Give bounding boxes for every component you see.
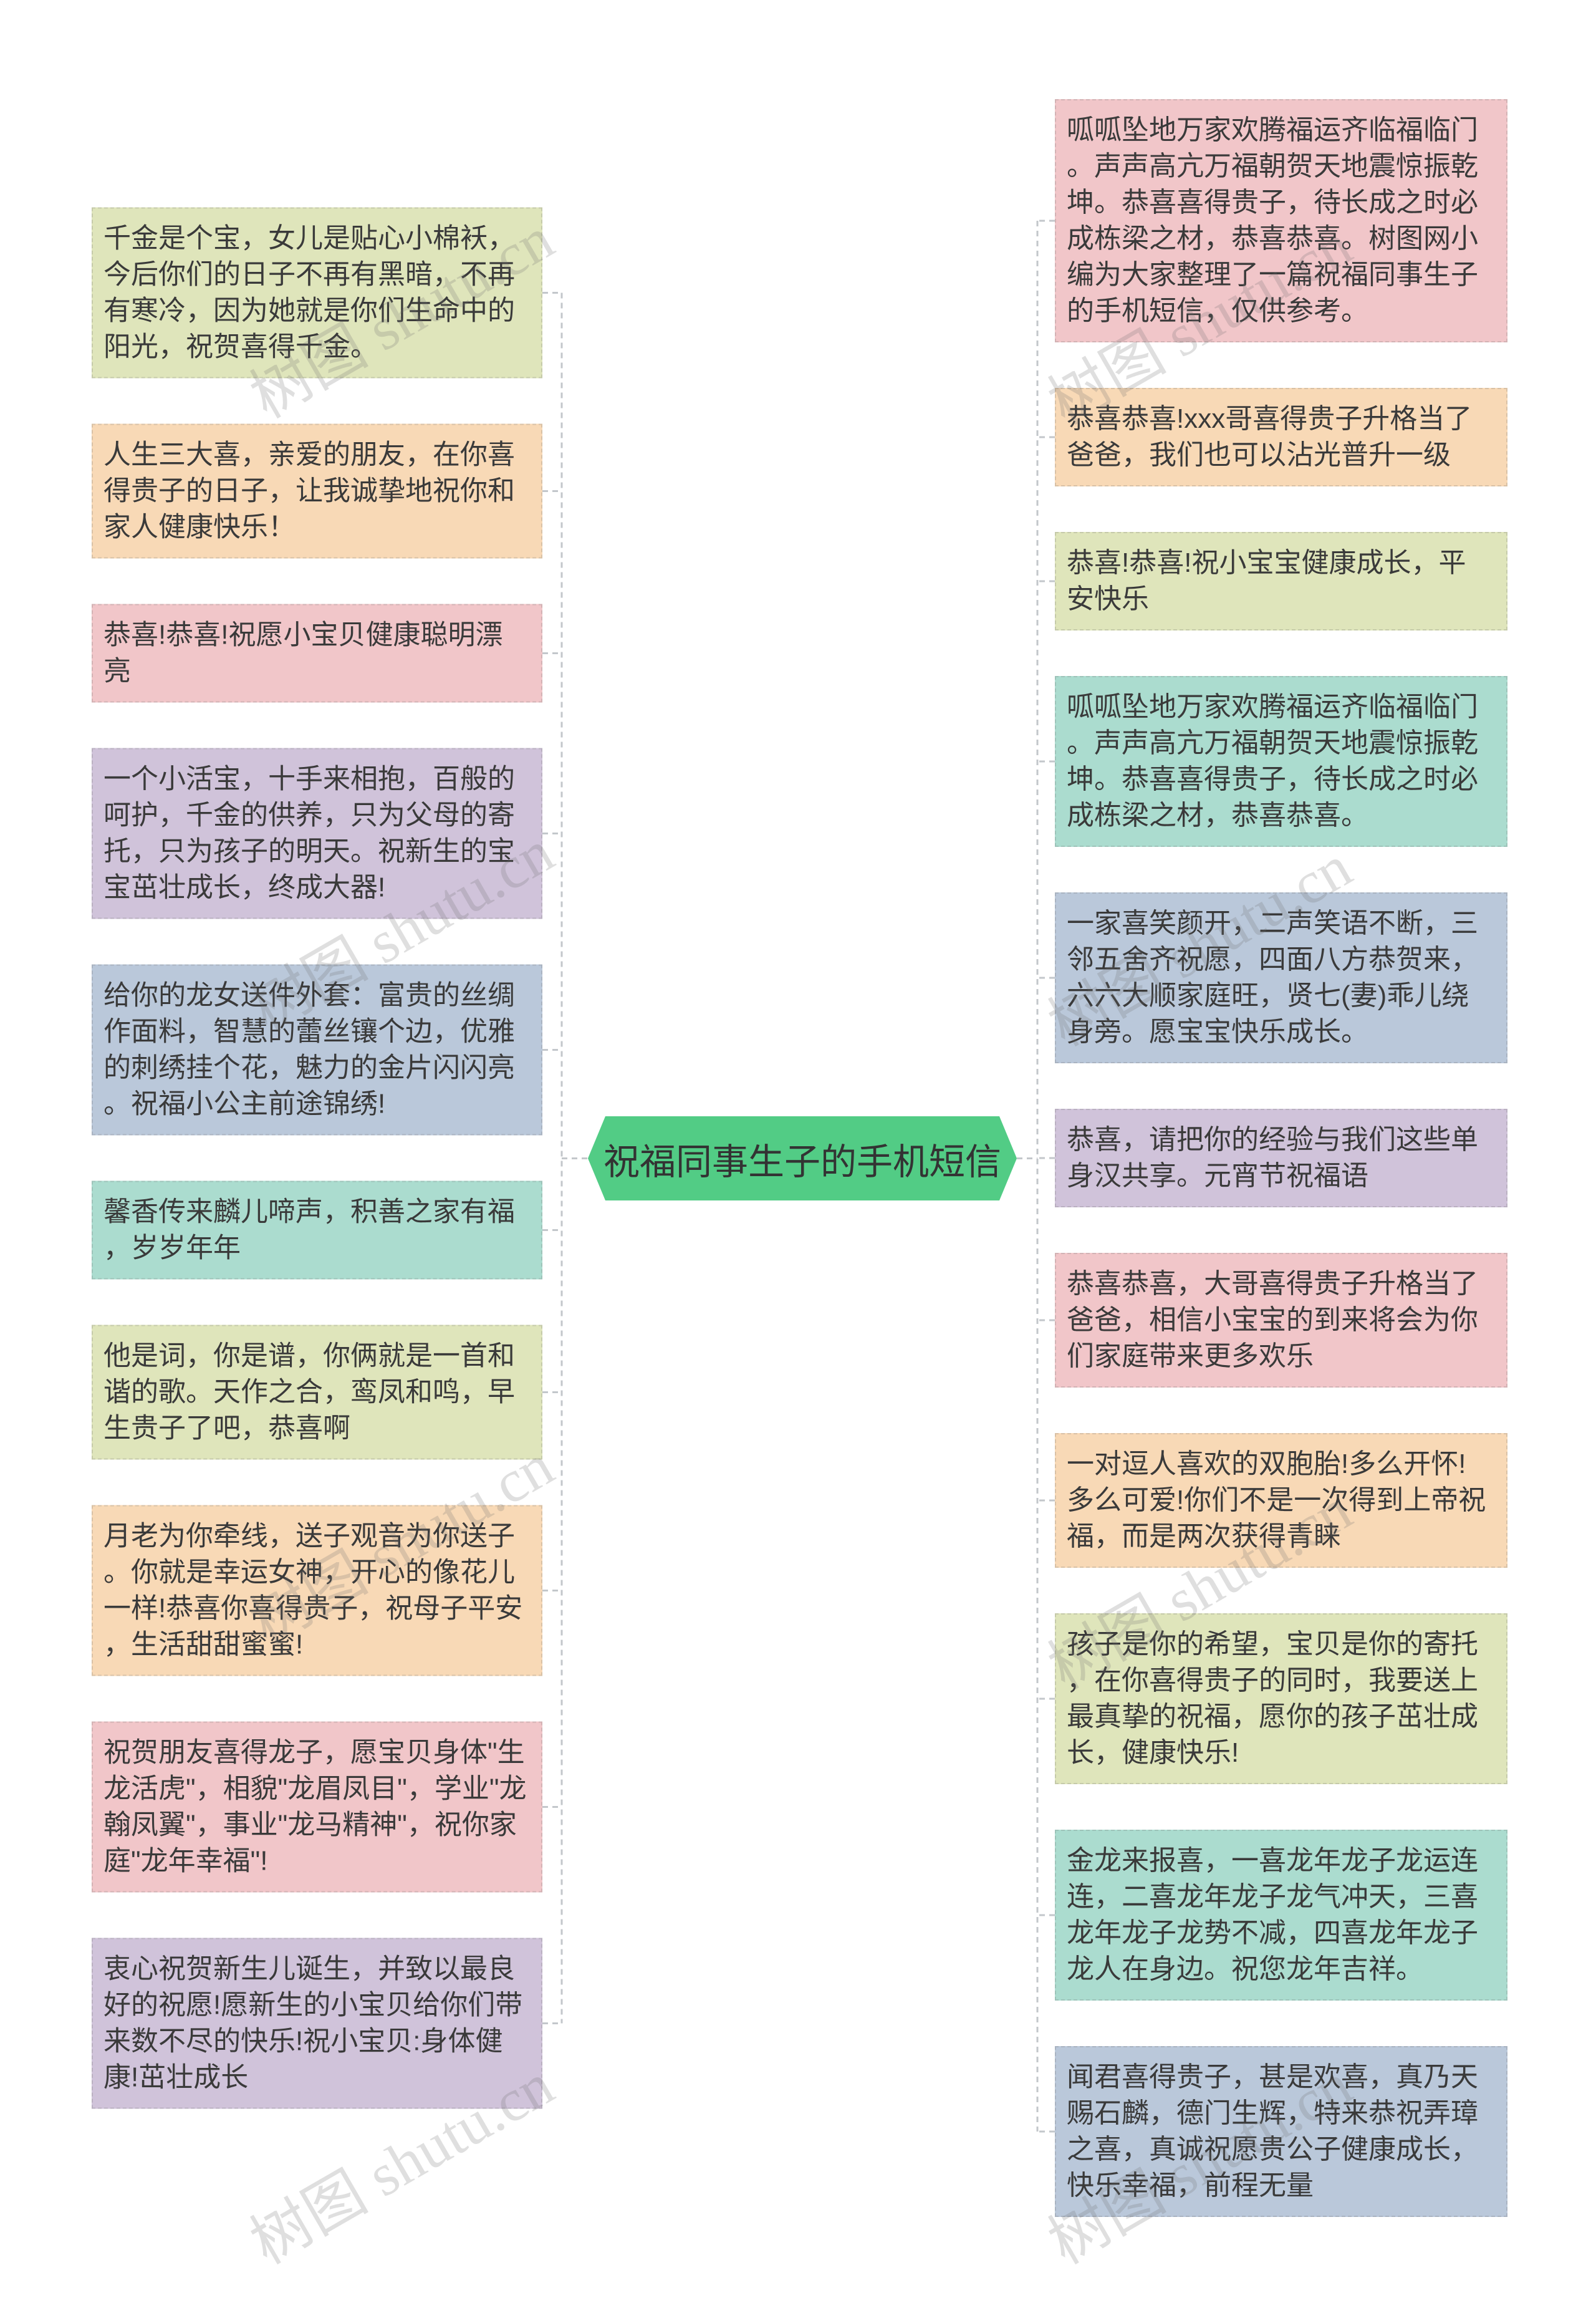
right-branch-node: 恭喜，请把你的经验与我们这些单身汉共享。元宵节祝福语 xyxy=(1055,1109,1507,1207)
left-branch: 千金是个宝，女儿是贴心小棉袄，今后你们的日子不再有黑暗，不再有寒冷，因为她就是你… xyxy=(92,207,542,2109)
node-text: 恭喜恭喜!xxx哥喜得贵子升格当了爸爸，我们也可以沾光普升一级 xyxy=(1067,403,1473,470)
node-text: 恭喜恭喜，大哥喜得贵子升格当了爸爸，相信小宝宝的到来将会为你们家庭带来更多欢乐 xyxy=(1067,1268,1478,1371)
left-branch-node: 祝贺朋友喜得龙子，愿宝贝身体"生龙活虎"，相貌"龙眉凤目"，学业"龙翰凤翼"，事… xyxy=(92,1721,542,1893)
node-text: 衷心祝贺新生儿诞生，并致以最良好的祝愿!愿新生的小宝贝给你们带来数不尽的快乐!祝… xyxy=(103,1953,523,2093)
node-text: 月老为你牵线，送子观音为你送子。你就是幸运女神，开心的像花儿一样!恭喜你喜得贵子… xyxy=(103,1520,523,1660)
node-text: 他是词，你是谱，你俩就是一首和谐的歌。天作之合，鸾凤和鸣，早生贵子了吧，恭喜啊 xyxy=(103,1340,515,1444)
central-topic: 祝福同事生子的手机短信 xyxy=(588,1116,1017,1200)
left-branch-node: 给你的龙女送件外套：富贵的丝绸作面料，智慧的蕾丝镶个边，优雅的刺绣挂个花，魅力的… xyxy=(92,964,542,1136)
central-topic-label: 祝福同事生子的手机短信 xyxy=(603,1141,1001,1182)
node-text: 人生三大喜，亲爱的朋友，在你喜得贵子的日子，让我诚挚地祝你和家人健康快乐！ xyxy=(103,439,515,543)
node-text: 一家喜笑颜开，二声笑语不断，三邻五舍齐祝愿，四面八方恭贺来，六六大顺家庭旺，贤七… xyxy=(1067,908,1478,1047)
left-branch-node: 人生三大喜，亲爱的朋友，在你喜得贵子的日子，让我诚挚地祝你和家人健康快乐！ xyxy=(92,423,542,559)
right-branch-node: 呱呱坠地万家欢腾福运齐临福临门。声声高亢万福朝贺天地震惊振乾坤。恭喜喜得贵子，待… xyxy=(1055,99,1507,342)
right-branch-node: 一家喜笑颜开，二声笑语不断，三邻五舍齐祝愿，四面八方恭贺来，六六大顺家庭旺，贤七… xyxy=(1055,892,1507,1063)
left-branch-node: 恭喜!恭喜!祝愿小宝贝健康聪明漂亮 xyxy=(92,604,542,703)
node-text: 祝贺朋友喜得龙子，愿宝贝身体"生龙活虎"，相貌"龙眉凤目"，学业"龙翰凤翼"，事… xyxy=(103,1737,527,1876)
node-text: 一个小活宝，十手来相抱，百般的呵护，千金的供养，只为父母的寄托，只为孩子的明天。… xyxy=(103,763,515,903)
left-branch-node: 月老为你牵线，送子观音为你送子。你就是幸运女神，开心的像花儿一样!恭喜你喜得贵子… xyxy=(92,1505,542,1676)
node-text: 千金是个宝，女儿是贴心小棉袄，今后你们的日子不再有黑暗，不再有寒冷，因为她就是你… xyxy=(103,223,515,362)
right-branch-node: 恭喜恭喜，大哥喜得贵子升格当了爸爸，相信小宝宝的到来将会为你们家庭带来更多欢乐 xyxy=(1055,1253,1507,1388)
right-branch-node: 一对逗人喜欢的双胞胎!多么开怀!多么可爱!你们不是一次得到上帝祝福，而是两次获得… xyxy=(1055,1433,1507,1568)
node-text: 金龙来报喜，一喜龙年龙子龙运连连，二喜龙年龙子龙气冲天，三喜龙年龙子龙势不减，四… xyxy=(1067,1845,1478,1984)
right-branch-node: 恭喜!恭喜!祝小宝宝健康成长，平安快乐 xyxy=(1055,532,1507,630)
right-branch-node: 呱呱坠地万家欢腾福运齐临福临门。声声高亢万福朝贺天地震惊振乾坤。恭喜喜得贵子，待… xyxy=(1055,676,1507,847)
node-text: 恭喜!恭喜!祝小宝宝健康成长，平安快乐 xyxy=(1067,548,1466,614)
node-text: 呱呱坠地万家欢腾福运齐临福临门。声声高亢万福朝贺天地震惊振乾坤。恭喜喜得贵子，待… xyxy=(1067,692,1478,831)
right-branch-node: 孩子是你的希望，宝贝是你的寄托，在你喜得贵子的同时，我要送上最真挚的祝福，愿你的… xyxy=(1055,1613,1507,1784)
node-text: 恭喜，请把你的经验与我们这些单身汉共享。元宵节祝福语 xyxy=(1067,1124,1478,1191)
right-branch-node: 闻君喜得贵子，甚是欢喜，真乃天赐石麟，德门生辉，特来恭祝弄璋之喜，真诚祝愿贵公子… xyxy=(1055,2046,1507,2217)
right-branch: 呱呱坠地万家欢腾福运齐临福临门。声声高亢万福朝贺天地震惊振乾坤。恭喜喜得贵子，待… xyxy=(1055,99,1507,2217)
left-branch-node: 他是词，你是谱，你俩就是一首和谐的歌。天作之合，鸾凤和鸣，早生贵子了吧，恭喜啊 xyxy=(92,1325,542,1460)
node-text: 馨香传来麟儿啼声，积善之家有福，岁岁年年 xyxy=(103,1196,515,1263)
node-text: 呱呱坠地万家欢腾福运齐临福临门。声声高亢万福朝贺天地震惊振乾坤。恭喜喜得贵子，待… xyxy=(1067,115,1478,326)
right-branch-node: 恭喜恭喜!xxx哥喜得贵子升格当了爸爸，我们也可以沾光普升一级 xyxy=(1055,388,1507,486)
node-text: 给你的龙女送件外套：富贵的丝绸作面料，智慧的蕾丝镶个边，优雅的刺绣挂个花，魅力的… xyxy=(103,980,515,1119)
left-branch-node: 一个小活宝，十手来相抱，百般的呵护，千金的供养，只为父母的寄托，只为孩子的明天。… xyxy=(92,748,542,919)
left-branch-node: 衷心祝贺新生儿诞生，并致以最良好的祝愿!愿新生的小宝贝给你们带来数不尽的快乐!祝… xyxy=(92,1938,542,2109)
node-text: 闻君喜得贵子，甚是欢喜，真乃天赐石麟，德门生辉，特来恭祝弄璋之喜，真诚祝愿贵公子… xyxy=(1067,2062,1478,2201)
node-text: 孩子是你的希望，宝贝是你的寄托，在你喜得贵子的同时，我要送上最真挚的祝福，愿你的… xyxy=(1067,1629,1478,1768)
left-branch-node: 千金是个宝，女儿是贴心小棉袄，今后你们的日子不再有黑暗，不再有寒冷，因为她就是你… xyxy=(92,207,542,379)
node-text: 恭喜!恭喜!祝愿小宝贝健康聪明漂亮 xyxy=(103,619,503,687)
left-branch-node: 馨香传来麟儿啼声，积善之家有福，岁岁年年 xyxy=(92,1181,542,1280)
node-text: 一对逗人喜欢的双胞胎!多么开怀!多么可爱!你们不是一次得到上帝祝福，而是两次获得… xyxy=(1067,1449,1486,1552)
right-branch-node: 金龙来报喜，一喜龙年龙子龙运连连，二喜龙年龙子龙气冲天，三喜龙年龙子龙势不减，四… xyxy=(1055,1830,1507,2001)
